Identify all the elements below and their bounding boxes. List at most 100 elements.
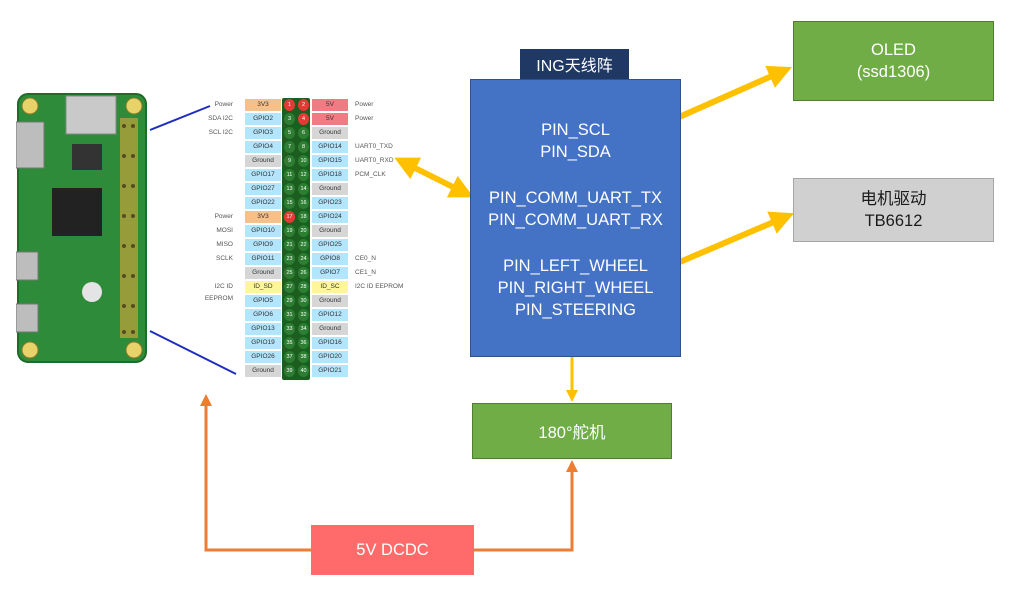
- board-connector-top: [149, 105, 211, 131]
- pin-number-left: 33: [284, 323, 295, 335]
- pin-right-name: Ground: [312, 295, 348, 307]
- ing-title-label: ING天线阵: [520, 49, 629, 79]
- pin-number-right: 40: [298, 365, 309, 377]
- pin-label: PIN_STEERING: [514, 301, 637, 319]
- pin-left-name: GPIO6: [245, 309, 281, 321]
- pin-right-name: 5V: [312, 99, 348, 111]
- pin-right-name: GPIO14: [312, 141, 348, 153]
- pin-right-name: ID_SC: [312, 281, 348, 293]
- pin-left-name: GPIO22: [245, 197, 281, 209]
- pin-number-left: 21: [284, 239, 295, 251]
- pin-number-left: 31: [284, 309, 295, 321]
- pin-left-name: GPIO17: [245, 169, 281, 181]
- pin-left-name: GPIO4: [245, 141, 281, 153]
- oled-box: OLED (ssd1306): [793, 21, 994, 101]
- pin-number-right: 26: [298, 267, 309, 279]
- pin-number-right: 30: [298, 295, 309, 307]
- dcdc-power-box: 5V DCDC: [311, 525, 474, 575]
- power-line-left: [200, 394, 311, 552]
- pin-left-name: GPIO5: [245, 295, 281, 307]
- pin-number-left: 5: [284, 127, 295, 139]
- pin-right-name: Ground: [312, 225, 348, 237]
- pin-right-name: GPIO12: [312, 309, 348, 321]
- pin-number-right: 28: [298, 281, 309, 293]
- pin-right-name: GPIO20: [312, 351, 348, 363]
- pin-left-name: Ground: [245, 267, 281, 279]
- motor-driver-name: 电机驱动: [860, 190, 927, 208]
- pin-number-left: 11: [284, 169, 295, 181]
- pin-left-function: SCLK: [216, 255, 233, 262]
- pin-right-name: Ground: [312, 323, 348, 335]
- oled-model: (ssd1306): [856, 63, 931, 81]
- pin-left-name: GPIO3: [245, 127, 281, 139]
- pin-left-function: SCL I2C: [208, 129, 233, 136]
- servo-label: 180°舵机: [538, 424, 606, 442]
- pin-number-right: 18: [298, 211, 309, 223]
- pin-right-name: GPIO8: [312, 253, 348, 265]
- pin-left-name: GPIO13: [245, 323, 281, 335]
- pin-left-function: Power: [214, 101, 233, 108]
- uart-arrow: [394, 157, 474, 198]
- pin-left-function: MISO: [216, 241, 233, 248]
- pin-number-right: 20: [298, 225, 309, 237]
- pin-left-name: ID_SD: [245, 281, 281, 293]
- pin-label: PIN_SDA: [540, 143, 611, 161]
- pin-left-name: GPIO27: [245, 183, 281, 195]
- pin-number-left: 35: [284, 337, 295, 349]
- pin-right-name: GPIO15: [312, 155, 348, 167]
- pin-right-function: PCM_CLK: [355, 171, 386, 178]
- i2c-pin-group: PIN_SCL PIN_SDA: [540, 119, 611, 163]
- power-line-right: [474, 460, 578, 552]
- pin-number-left: 25: [284, 267, 295, 279]
- pin-number-right: 14: [298, 183, 309, 195]
- pin-right-function: CE1_N: [355, 269, 376, 276]
- pin-number-left: 39: [284, 365, 295, 377]
- board-connector-bottom: [149, 330, 237, 375]
- pin-number-right: 6: [298, 127, 309, 139]
- pin-number-left: 17: [284, 211, 295, 223]
- pin-right-function: UART0_TXD: [355, 143, 393, 150]
- pin-number-right: 38: [298, 351, 309, 363]
- pin-number-right: 4: [298, 113, 309, 125]
- pin-number-right: 32: [298, 309, 309, 321]
- pin-label: PIN_COMM_UART_RX: [488, 211, 663, 229]
- pin-left-name: 3V3: [245, 211, 281, 223]
- pin-right-function: CE0_N: [355, 255, 376, 262]
- pin-number-right: 16: [298, 197, 309, 209]
- pin-number-right: 24: [298, 253, 309, 265]
- pin-right-name: GPIO18: [312, 169, 348, 181]
- pin-label: PIN_LEFT_WHEEL: [503, 257, 648, 275]
- pin-right-name: GPIO23: [312, 197, 348, 209]
- pin-number-left: 27: [284, 281, 295, 293]
- drive-pin-group: PIN_LEFT_WHEEL PIN_RIGHT_WHEEL PIN_STEER…: [498, 255, 654, 321]
- ing-antenna-array-box: PIN_SCL PIN_SDA PIN_COMM_UART_TX PIN_COM…: [470, 79, 681, 357]
- pin-number-right: 8: [298, 141, 309, 153]
- motor-driver-model: TB6612: [864, 212, 923, 230]
- pin-right-name: GPIO24: [312, 211, 348, 223]
- pin-left-name: GPIO19: [245, 337, 281, 349]
- pin-number-left: 13: [284, 183, 295, 195]
- pin-number-left: 37: [284, 351, 295, 363]
- motor-driver-box: 电机驱动 TB6612: [793, 178, 994, 242]
- pin-left-function: I2C ID EEPROM: [204, 283, 233, 302]
- servo-box: 180°舵机: [472, 403, 672, 459]
- oled-name: OLED: [871, 41, 916, 59]
- pin-number-right: 22: [298, 239, 309, 251]
- pin-right-name: Ground: [312, 127, 348, 139]
- pin-number-left: 19: [284, 225, 295, 237]
- pin-label: PIN_RIGHT_WHEEL: [497, 279, 654, 297]
- pin-number-left: 1: [284, 99, 295, 111]
- pin-left-name: GPIO26: [245, 351, 281, 363]
